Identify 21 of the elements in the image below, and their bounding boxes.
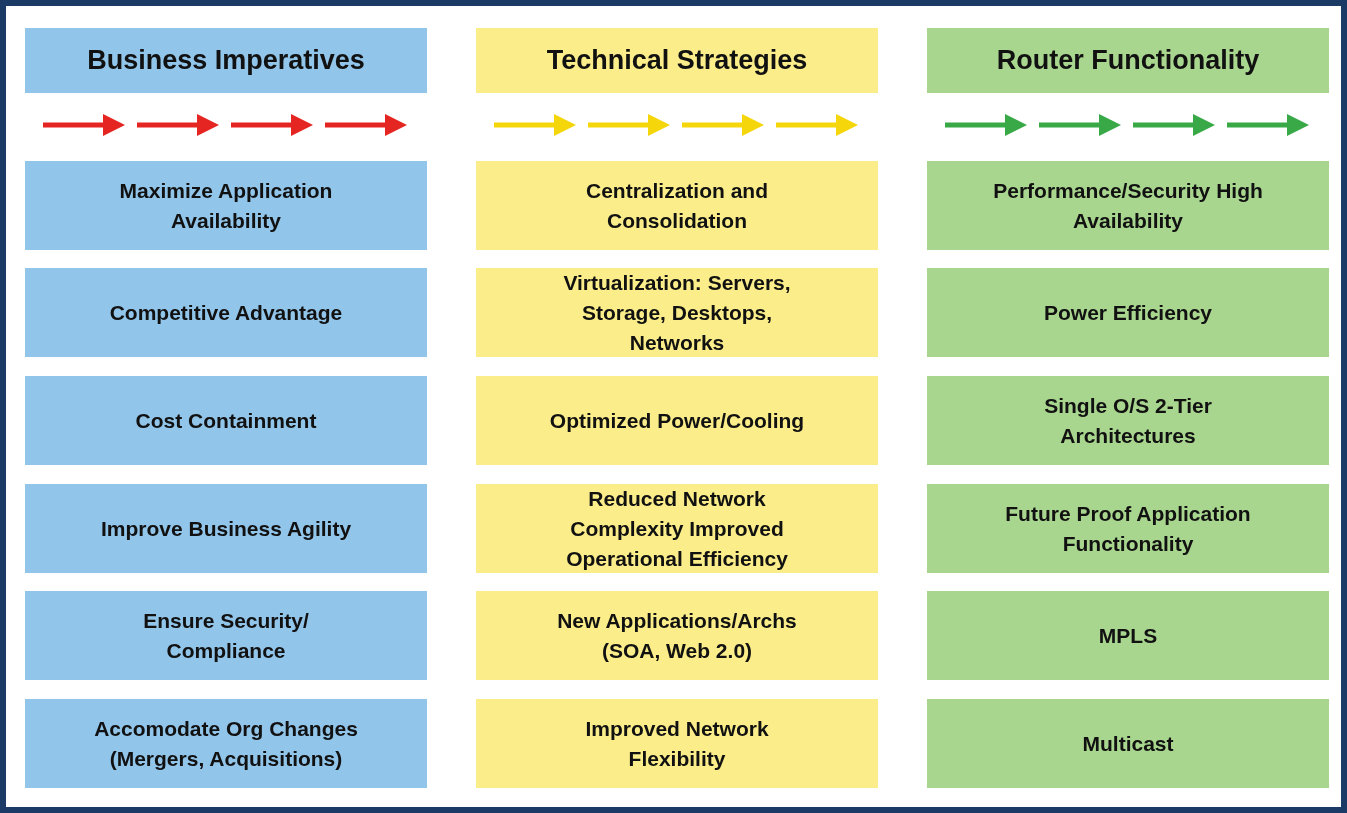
- category-box: Multicast: [927, 699, 1329, 788]
- category-box: Performance/Security High Availability: [927, 161, 1329, 250]
- category-box: Competitive Advantage: [25, 268, 427, 357]
- category-box: Reduced Network Complexity Improved Operational Efficiency: [476, 484, 878, 573]
- category-box: Improve Business Agility: [25, 484, 427, 573]
- category-box: New Applications/Archs (SOA, Web 2.0): [476, 591, 878, 680]
- category-box: Power Efficiency: [927, 268, 1329, 357]
- category-box: Cost Containment: [25, 376, 427, 465]
- category-box: Single O/S 2-Tier Architectures: [927, 376, 1329, 465]
- category-box: Centralization and Consolidation: [476, 161, 878, 250]
- column-header: Technical Strategies: [476, 28, 878, 93]
- column-header: Router Functionality: [927, 28, 1329, 93]
- category-box: Future Proof Application Functionality: [927, 484, 1329, 573]
- category-box: Ensure Security/ Compliance: [25, 591, 427, 680]
- category-box: Accomodate Org Changes (Mergers, Acquisitions): [25, 699, 427, 788]
- category-box: Virtualization: Servers, Storage, Desktops, Networks: [476, 268, 878, 357]
- column-header: Business Imperatives: [25, 28, 427, 93]
- category-box: MPLS: [927, 591, 1329, 680]
- category-box: Optimized Power/Cooling: [476, 376, 878, 465]
- category-box: Maximize Application Availability: [25, 161, 427, 250]
- category-box: Improved Network Flexibility: [476, 699, 878, 788]
